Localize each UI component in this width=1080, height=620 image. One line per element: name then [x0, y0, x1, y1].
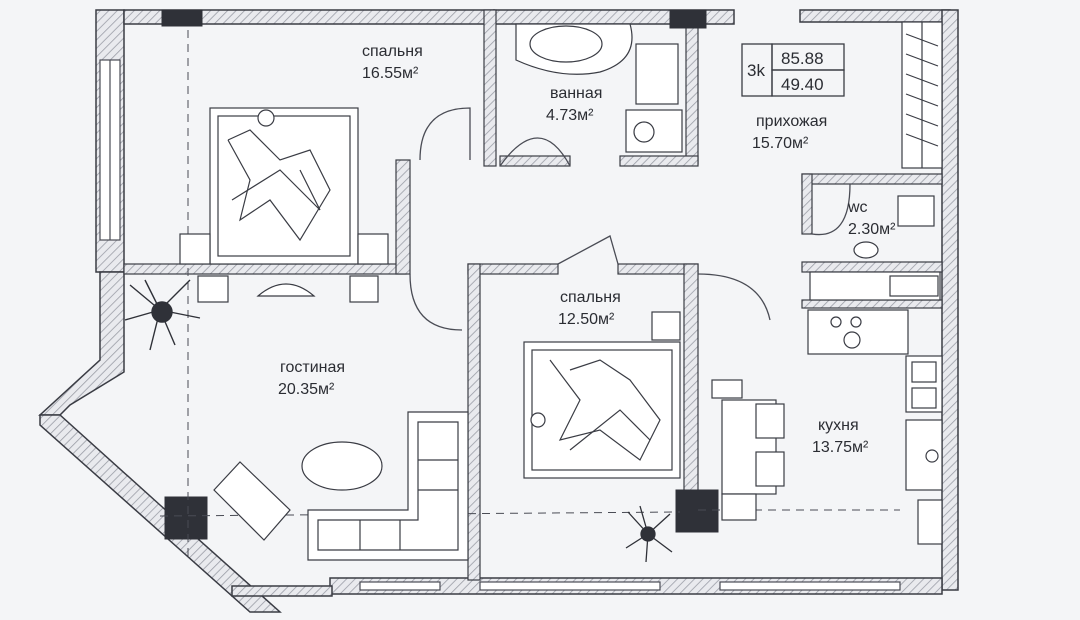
wall-bedroom-1-bottom	[123, 263, 407, 275]
door-wc	[811, 183, 851, 236]
room-area-hallway: 15.70м²	[752, 135, 809, 152]
living-area: 49.40	[781, 75, 824, 94]
wall-bedroom-2-top-left	[467, 263, 559, 275]
room-label-bedroom-2: спальня	[560, 289, 621, 306]
exterior-walls	[38, 9, 959, 613]
column-top-right	[669, 9, 707, 29]
windows	[99, 59, 901, 591]
wall-top-right	[799, 9, 951, 23]
sofa-living	[213, 411, 469, 561]
room-label-hallway: прихожая	[756, 113, 827, 130]
wall-bedroom-2-right	[683, 263, 699, 495]
wall-right	[941, 9, 959, 591]
window-living	[359, 581, 441, 591]
wall-bedroom-1-right	[395, 159, 411, 275]
wall-kitchen-top	[801, 299, 943, 309]
room-area-kitchen: 13.75м²	[812, 439, 869, 456]
dining-set	[711, 379, 785, 521]
living-top-furniture	[197, 275, 379, 303]
kitchen-appliances	[807, 309, 943, 545]
room-label-living: гостиная	[280, 359, 345, 376]
wardrobe	[901, 21, 943, 169]
bed-bedroom-1	[179, 107, 389, 265]
column-top-left	[161, 9, 203, 27]
door-hall	[697, 273, 771, 321]
room-area-bedroom-1: 16.55м²	[362, 65, 419, 82]
wall-wc-left	[801, 173, 813, 235]
door-living	[409, 273, 463, 331]
wall-bath-right	[685, 23, 699, 165]
wall-bedroom-2-left	[467, 263, 481, 581]
room-label-kitchen: кухня	[818, 417, 859, 434]
room-area-living: 20.35м²	[278, 381, 335, 398]
door-bedroom-2	[557, 235, 619, 265]
total-area: 85.88	[781, 49, 824, 68]
wall-bay-lower	[39, 414, 282, 613]
room-label-wc: wc	[847, 199, 868, 216]
apartment-type: 3k	[747, 61, 765, 80]
doors	[409, 107, 851, 331]
wc-fixtures	[853, 195, 935, 259]
wall-bath-bottom	[499, 155, 571, 167]
window-kitchen	[719, 581, 901, 591]
room-area-wc: 2.30м²	[848, 221, 896, 238]
door-bath	[499, 137, 571, 167]
wall-wc-top	[801, 173, 943, 185]
window-bedroom-2	[479, 581, 661, 591]
room-label-bathroom: ванная	[550, 85, 602, 102]
wall-bottom-left	[231, 585, 333, 597]
column-kitchen	[675, 489, 719, 533]
room-label-bedroom-1: спальня	[362, 43, 423, 60]
plant-living	[124, 279, 201, 351]
wall-bath-left	[483, 9, 497, 167]
wall-bath-bottom-right	[619, 155, 699, 167]
apartment-badge	[741, 43, 845, 97]
utility-row	[809, 271, 941, 301]
door-bedroom-1	[419, 107, 471, 161]
bed-bedroom-2	[523, 311, 681, 479]
wall-wc-bottom	[801, 261, 943, 273]
plant-bedroom-2	[625, 505, 673, 563]
column-living	[164, 496, 208, 540]
bathroom-fixtures	[515, 23, 683, 153]
room-area-bathroom: 4.73м²	[546, 107, 594, 124]
columns	[161, 9, 719, 540]
room-area-bedroom-2: 12.50м²	[558, 311, 615, 328]
wall-bay-upper	[38, 271, 125, 416]
interior-walls	[123, 9, 943, 581]
